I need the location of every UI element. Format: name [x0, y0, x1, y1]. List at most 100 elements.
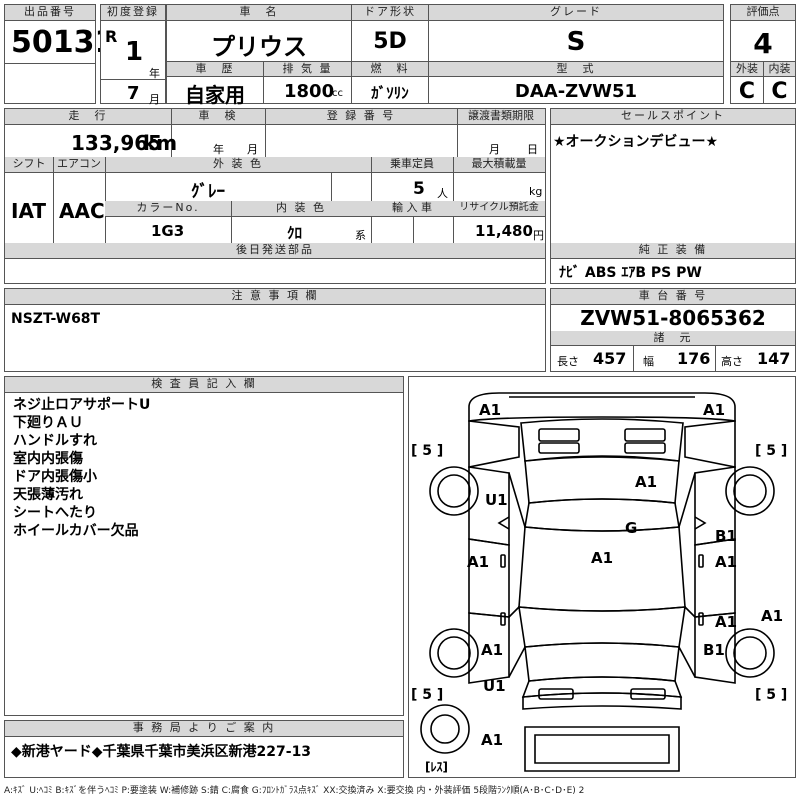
office-notice-box: 事 務 局 よ り ご 案 内 ◆新港ヤード◆千葉県千葉市美浜区新港227-13 — [4, 720, 404, 778]
transfer-day-unit: 日 — [527, 143, 538, 156]
inspection-year-unit: 年 — [213, 143, 224, 156]
inspector-note: シートへたり — [13, 505, 97, 521]
damage-mark: A1 — [635, 473, 657, 491]
door-box: ドア形状 5D — [351, 4, 429, 62]
exterior-score: C — [738, 79, 756, 104]
year-number: 1 — [125, 37, 144, 67]
interior-score-label: 内装 — [764, 62, 795, 77]
damage-mark: A1 — [479, 401, 501, 419]
tread-depth: [ 5 ] — [755, 443, 787, 459]
door-label: ドア形状 — [352, 5, 428, 21]
interior-score-box: 内装 C — [763, 61, 796, 104]
score-box: 評価点 4 — [730, 4, 796, 62]
length: 457 — [593, 349, 627, 368]
load-label: 最大積載量 — [453, 157, 545, 173]
sales-point-label: セールスポイント — [551, 109, 795, 125]
shift: IAT — [11, 199, 47, 223]
model-type: DAA-ZVW51 — [514, 81, 638, 102]
import-label: 輸 入 車 — [371, 201, 453, 217]
capacity-unit: 人 — [437, 187, 448, 200]
inspection-month-unit: 月 — [247, 143, 258, 156]
score: 4 — [753, 27, 773, 60]
interior-color: ｸﾛ — [287, 224, 303, 242]
transfer-month-unit: 月 — [489, 143, 500, 156]
damage-mark: U1 — [485, 491, 508, 509]
damage-mark: A1 — [715, 553, 737, 571]
caution: NSZT-W68T — [11, 311, 101, 327]
damage-diagram-box: A1 A1 A1 U1 G A1 A1 B1 A1 A1 A1 A1 B1 U1… — [408, 376, 796, 778]
interior-color-unit: 系 — [355, 229, 366, 242]
type-label: 型 式 — [429, 62, 723, 77]
recycle-unit: 円 — [533, 229, 544, 242]
year-unit: 年 — [149, 67, 160, 80]
history-box: 車 歴 自家用 — [166, 61, 264, 107]
fuel: ｶﾞｿﾘﾝ — [371, 84, 409, 102]
dimensions-label: 諸 元 — [551, 331, 795, 346]
tread-depth: [ 5 ] — [411, 687, 443, 703]
lot-number-box: 出品番号 50131 — [4, 4, 115, 104]
inspector-note: 天張薄汚れ — [13, 487, 83, 503]
equipment: ﾅﾋﾞ ABS ｴｱB PS PW — [559, 265, 702, 281]
transfer-deadline-label: 譲渡書類期限 — [457, 109, 545, 125]
displacement-box: 排 気 量 1800 cc — [263, 61, 352, 104]
month-number: 7 — [127, 83, 140, 104]
damage-mark: B1 — [715, 527, 737, 545]
exterior-color-label: 外 装 色 — [105, 157, 371, 173]
inspector-note: ドア内張傷小 — [13, 469, 97, 485]
caution-box: 注 意 事 項 欄 NSZT-W68T — [4, 288, 546, 372]
damage-mark: A1 — [761, 607, 783, 625]
displacement: 1800 — [284, 81, 335, 102]
first-registration-box: 初度登録 R 1 年 7 月 — [100, 4, 166, 106]
era: R — [105, 27, 118, 46]
length-label: 長さ — [557, 355, 579, 368]
exterior-score-label: 外装 — [731, 62, 763, 77]
model-label: 車 名 — [167, 5, 351, 21]
displacement-unit: cc — [332, 88, 343, 99]
mileage-unit: km — [143, 131, 178, 155]
reg-number-label: 登 録 番 号 — [265, 109, 457, 125]
later-parts-label: 後日発送部品 — [5, 243, 545, 259]
first-registration-label: 初度登録 — [101, 5, 165, 21]
chassis-number: ZVW51-8065362 — [580, 306, 766, 330]
damage-mark: A1 — [481, 731, 503, 749]
exterior-color: ｸﾞﾚｰ — [191, 182, 225, 202]
office-notice: ◆新港ヤード◆千葉県千葉市美浜区新港227-13 — [11, 744, 312, 760]
tread-depth: [ 5 ] — [755, 687, 787, 703]
damage-mark: A1 — [481, 641, 503, 659]
grade: S — [566, 27, 586, 57]
inspection-label: 車 検 — [171, 109, 265, 125]
air-conditioner: AAC — [59, 199, 105, 223]
office-notice-label: 事 務 局 よ り ご 案 内 — [5, 721, 403, 737]
grade-label: グレード — [429, 5, 723, 21]
inspector-note: 室内内張傷 — [13, 451, 83, 467]
damage-mark: G — [625, 519, 637, 537]
mileage: 133,965 — [71, 131, 163, 155]
tread-depth: [ 5 ] — [411, 443, 443, 459]
mileage-label: 走 行 — [5, 109, 171, 125]
fuel-label: 燃 料 — [352, 62, 428, 77]
chassis-label: 車 台 番 号 — [551, 289, 795, 305]
interior-score: C — [771, 79, 788, 104]
damage-mark: A1 — [715, 613, 737, 631]
recycle-label: リサイクル預託金 — [453, 201, 545, 217]
displacement-label: 排 気 量 — [264, 62, 351, 77]
month-unit: 月 — [149, 93, 160, 106]
model-name: プリウス — [211, 33, 307, 61]
car-diagram: A1 A1 A1 U1 G A1 A1 B1 A1 A1 A1 A1 B1 U1… — [411, 392, 787, 774]
type-box: 型 式 DAA-ZVW51 — [428, 61, 724, 104]
capacity: 5 — [413, 179, 425, 199]
height-label: 高さ — [721, 355, 743, 368]
inspector-label: 検 査 員 記 入 欄 — [5, 377, 403, 393]
inspector-note: ハンドルすれ — [13, 433, 97, 449]
score-label: 評価点 — [731, 5, 795, 21]
exterior-score-box: 外装 C — [730, 61, 764, 104]
sales-point-box: セールスポイント ★オークションデビュー★ 純 正 装 備 ﾅﾋﾞ ABS ｴｱ… — [550, 108, 796, 284]
recycle-fee: 11,480 — [475, 222, 533, 240]
damage-mark: U1 — [483, 677, 506, 695]
height: 147 — [757, 349, 791, 368]
damage-mark: A1 — [703, 401, 725, 419]
damage-legend: A:ｷｽﾞ U:ﾍｺﾐ B:ｷｽﾞを伴うﾍｺﾐ P:要塗装 W:補修跡 S:錆 … — [4, 786, 585, 796]
color-number: 1G3 — [151, 222, 185, 240]
width-label: 幅 — [643, 355, 654, 368]
capacity-label: 乗車定員 — [371, 157, 453, 173]
